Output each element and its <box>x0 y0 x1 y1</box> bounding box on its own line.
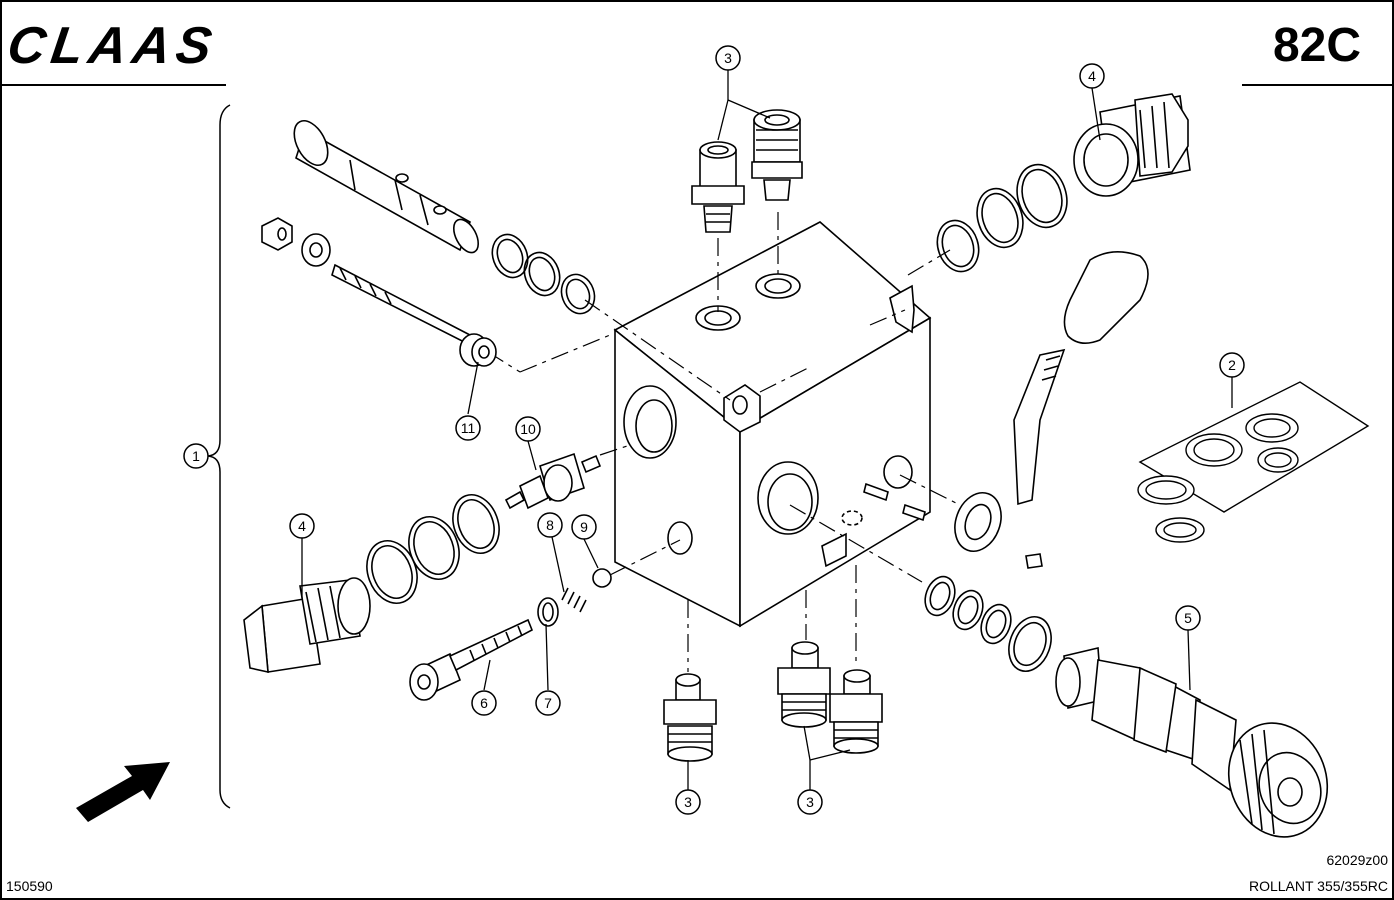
fitting-bottom-right <box>829 669 883 754</box>
assembly-bracket <box>207 104 231 809</box>
o-rings-lower-right <box>924 575 1052 672</box>
page-code: 82C <box>1272 19 1362 72</box>
plug-left <box>243 577 371 674</box>
plug-top-right <box>1073 93 1191 197</box>
callout-label-10: 10 <box>520 421 536 437</box>
direction-arrow-icon <box>76 762 170 822</box>
callout-label-4a: 4 <box>1088 68 1096 84</box>
lever-handle <box>1013 251 1149 506</box>
bolt-spring-ball <box>409 568 612 701</box>
brand-logo: CLAAS <box>3 17 222 75</box>
callout-label-3a: 3 <box>724 50 732 66</box>
callout-label-9: 9 <box>580 519 588 535</box>
callout-label-2: 2 <box>1228 357 1236 373</box>
fitting-top-left <box>691 141 745 233</box>
relief-valve <box>1055 647 1329 838</box>
callout-label-1: 1 <box>192 448 200 464</box>
centre-lines <box>487 212 961 672</box>
footer-left-code: 150590 <box>6 878 53 894</box>
callout-label-3b: 3 <box>684 794 692 810</box>
callout-label-11: 11 <box>461 420 476 436</box>
drawing-number: 62029z00 <box>1326 852 1388 868</box>
rod-assembly <box>261 217 497 367</box>
callout-label-7: 7 <box>544 695 552 711</box>
fitting-bottom-left <box>663 673 717 762</box>
callout-label-4b: 4 <box>298 518 306 534</box>
washer-right <box>863 482 1043 569</box>
model-name: ROLLANT 355/355RC <box>1248 878 1388 894</box>
valve-block <box>613 221 932 628</box>
o-rings-upper-left <box>491 233 596 315</box>
fitting-top-right <box>751 109 803 201</box>
leader-lines <box>301 70 1233 790</box>
callout-label-8: 8 <box>546 517 554 533</box>
seal-kit-bag <box>1137 381 1370 543</box>
callout-label-6: 6 <box>480 695 488 711</box>
o-rings-lower-left <box>366 494 500 604</box>
spool-part <box>293 120 480 254</box>
o-rings-upper-right <box>936 163 1068 273</box>
check-valve <box>504 452 602 510</box>
fitting-bottom-mid <box>777 641 831 728</box>
callout-label-5: 5 <box>1184 610 1192 626</box>
callout-circles <box>183 45 1245 815</box>
callout-label-3c: 3 <box>806 794 814 810</box>
